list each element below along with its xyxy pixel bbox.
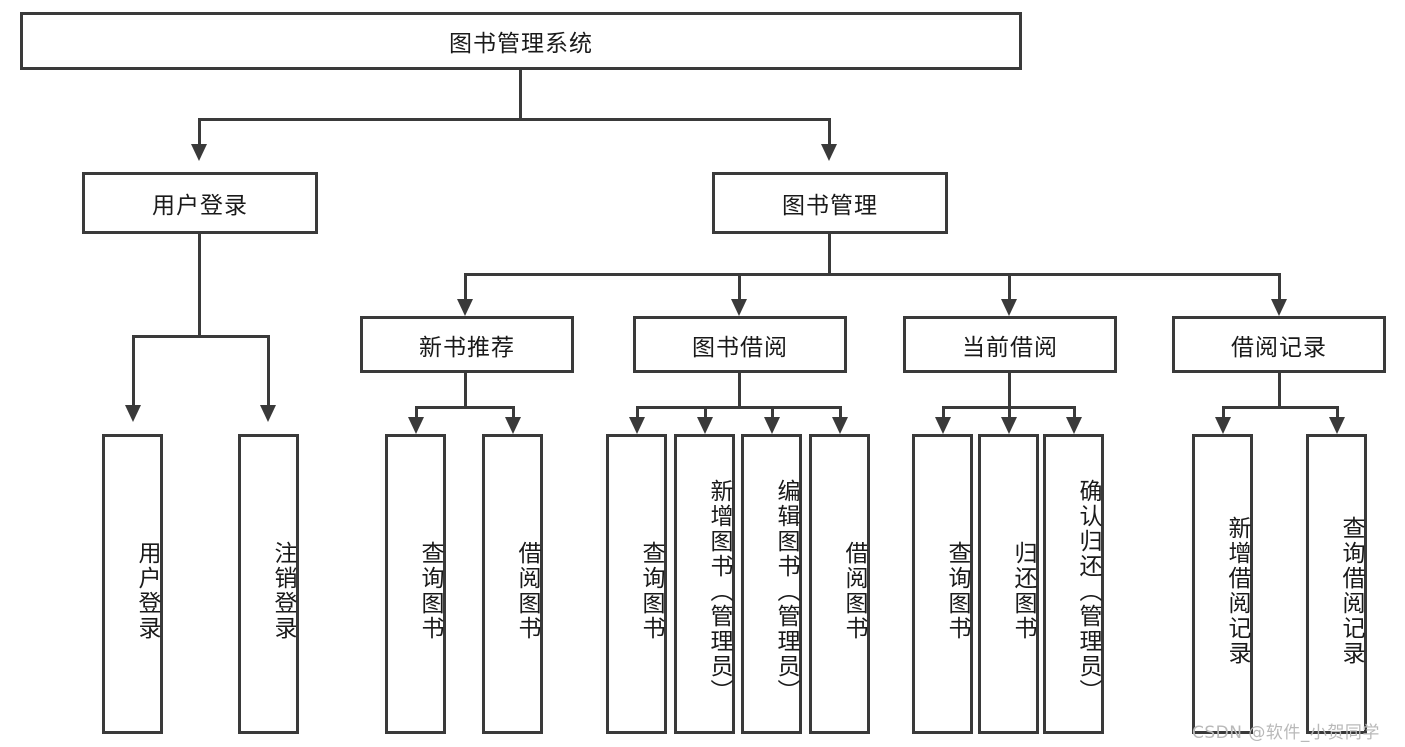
arrow-bm-to-current-borrow	[1001, 299, 1017, 316]
edge-user-login-to-leaf-1	[132, 335, 135, 407]
arrow-bm-to-new-book	[457, 299, 473, 316]
edge-user-login-bus	[132, 335, 267, 338]
node-label: 注销登录	[270, 541, 296, 641]
edge-br-to-leaf-1	[1222, 406, 1225, 420]
node-label: 当前借阅	[962, 334, 1058, 361]
edge-bb-to-leaf-4	[839, 406, 842, 420]
edge-bm-to-book-borrow	[738, 273, 741, 301]
leaf-borrow-record-query-record: 查询借阅记录	[1306, 434, 1367, 734]
node-label: 查询借阅记录	[1338, 516, 1364, 666]
edge-bb-to-leaf-2	[704, 406, 707, 420]
node-new-book-recommend: 新书推荐	[360, 316, 574, 373]
edge-bb-to-leaf-1	[636, 406, 639, 420]
node-label: 新增借阅记录	[1224, 516, 1250, 666]
edge-root-to-book-management	[828, 118, 831, 146]
arrow-br-to-leaf-1	[1215, 417, 1231, 434]
node-root-book-management-system: 图书管理系统	[20, 12, 1022, 70]
edge-cb-to-leaf-2	[1008, 406, 1011, 420]
node-label: 借阅记录	[1231, 334, 1327, 361]
arrow-br-to-leaf-2	[1329, 417, 1345, 434]
arrow-nb-to-leaf-1	[408, 417, 424, 434]
node-label: 查询图书	[638, 541, 664, 641]
leaf-borrow-record-add-record: 新增借阅记录	[1192, 434, 1253, 734]
edge-br-to-leaf-2	[1336, 406, 1339, 420]
edge-cb-to-leaf-1	[942, 406, 945, 420]
edge-borrow-record-bus	[1222, 406, 1339, 409]
node-user-login: 用户登录	[82, 172, 318, 234]
node-label: 新书推荐	[419, 334, 515, 361]
arrow-root-to-book-management	[821, 144, 837, 161]
leaf-user-login-logout: 注销登录	[238, 434, 299, 734]
arrow-bm-to-book-borrow	[731, 299, 747, 316]
node-book-borrow: 图书借阅	[633, 316, 847, 373]
leaf-new-book-borrow-book: 借阅图书	[482, 434, 543, 734]
leaf-book-borrow-edit-book-admin: 编辑图书（管理员）	[741, 434, 802, 734]
leaf-book-borrow-borrow-book: 借阅图书	[809, 434, 870, 734]
node-borrow-record: 借阅记录	[1172, 316, 1386, 373]
node-label: 编辑图书（管理员）	[773, 478, 799, 704]
arrow-user-login-to-leaf-2	[260, 405, 276, 422]
edge-user-login-to-leaf-2	[267, 335, 270, 407]
edge-cb-to-leaf-3	[1073, 406, 1076, 420]
node-label: 新增图书（管理员）	[706, 478, 732, 704]
edge-book-management-stem	[828, 234, 831, 276]
csdn-watermark: CSDN @软件_小贺同学	[1192, 723, 1380, 743]
node-label: 归还图书	[1010, 541, 1036, 641]
arrow-bb-to-leaf-1	[629, 417, 645, 434]
arrow-root-to-user-login	[191, 144, 207, 161]
leaf-book-borrow-add-book-admin: 新增图书（管理员）	[674, 434, 735, 734]
node-label: 用户登录	[134, 541, 160, 641]
edge-book-borrow-bus	[636, 406, 842, 409]
arrow-bb-to-leaf-3	[764, 417, 780, 434]
leaf-new-book-query-book: 查询图书	[385, 434, 446, 734]
edge-bm-to-borrow-record	[1278, 273, 1281, 301]
node-book-management: 图书管理	[712, 172, 948, 234]
edge-bb-to-leaf-3	[771, 406, 774, 420]
edge-bm-to-current-borrow	[1008, 273, 1011, 301]
arrow-bb-to-leaf-4	[832, 417, 848, 434]
arrow-cb-to-leaf-3	[1066, 417, 1082, 434]
edge-nb-to-leaf-1	[415, 406, 418, 420]
leaf-current-borrow-return-book: 归还图书	[978, 434, 1039, 734]
edge-nb-to-leaf-2	[512, 406, 515, 420]
leaf-current-borrow-query-book: 查询图书	[912, 434, 973, 734]
leaf-current-borrow-confirm-return-admin: 确认归还（管理员）	[1043, 434, 1104, 734]
arrow-user-login-to-leaf-1	[125, 405, 141, 422]
edge-root-stem	[519, 70, 522, 120]
node-label: 借阅图书	[514, 541, 540, 641]
leaf-book-borrow-query-book: 查询图书	[606, 434, 667, 734]
edge-current-borrow-stem	[1008, 372, 1011, 408]
arrow-bm-to-borrow-record	[1271, 299, 1287, 316]
edge-new-book-stem	[464, 372, 467, 408]
edge-root-to-user-login	[198, 118, 201, 146]
arrow-bb-to-leaf-2	[697, 417, 713, 434]
edge-new-book-bus	[415, 406, 515, 409]
edge-borrow-record-stem	[1278, 372, 1281, 408]
node-label: 确认归还（管理员）	[1075, 478, 1101, 704]
node-label: 查询图书	[944, 541, 970, 641]
node-label: 查询图书	[417, 541, 443, 641]
edge-book-management-bus	[464, 273, 1278, 276]
node-label: 用户登录	[152, 193, 248, 219]
arrow-nb-to-leaf-2	[505, 417, 521, 434]
edge-book-borrow-stem	[738, 372, 741, 408]
leaf-user-login-login: 用户登录	[102, 434, 163, 734]
arrow-cb-to-leaf-1	[935, 417, 951, 434]
edge-root-bus	[198, 118, 831, 121]
node-label: 图书借阅	[692, 334, 788, 361]
node-label: 图书管理系统	[449, 31, 593, 57]
node-label: 图书管理	[782, 193, 878, 219]
node-current-borrow: 当前借阅	[903, 316, 1117, 373]
arrow-cb-to-leaf-2	[1001, 417, 1017, 434]
edge-user-login-stem	[198, 234, 201, 338]
node-label: 借阅图书	[841, 541, 867, 641]
edge-bm-to-new-book	[464, 273, 467, 301]
